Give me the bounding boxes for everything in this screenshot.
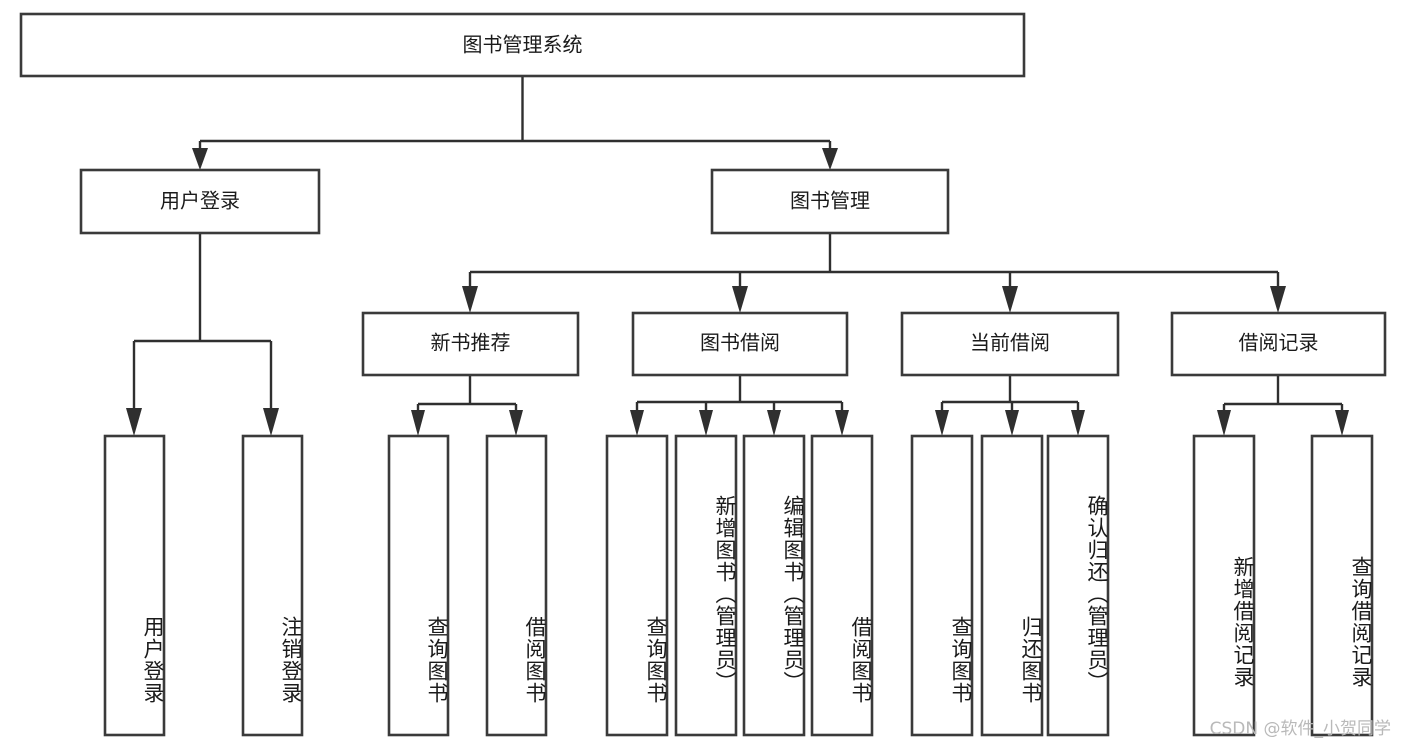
node-box-leaf-borrow-book-2[interactable]	[810, 434, 874, 737]
connector-group-current-borrow	[935, 375, 1085, 436]
arrow-head-leaf-query-book-3	[935, 410, 949, 436]
node-box-leaf-add-book[interactable]	[674, 434, 738, 737]
connector-group-user-login	[126, 233, 279, 436]
arrow-head-leaf-query-book-2	[630, 410, 644, 436]
arrow-head-leaf-confirm-return	[1071, 410, 1085, 436]
node-box-leaf-add-record[interactable]	[1192, 434, 1256, 737]
node-label-user-login: 用户登录	[160, 189, 240, 213]
node-box-leaf-query-record[interactable]	[1310, 434, 1374, 737]
connector-group-book-borrow	[630, 375, 849, 436]
node-box-leaf-query-book-3[interactable]	[910, 434, 974, 737]
node-box-current-borrow[interactable]	[900, 311, 1120, 377]
node-box-new-book-recommend[interactable]	[361, 311, 580, 377]
arrow-head-new-book-recommend	[462, 286, 478, 313]
node-box-leaf-logout[interactable]	[241, 434, 304, 737]
node-box-leaf-edit-book[interactable]	[742, 434, 806, 737]
node-label-book-management: 图书管理	[790, 189, 870, 213]
node-box-leaf-user-login[interactable]	[103, 434, 166, 737]
node-box-leaf-borrow-book-1[interactable]	[485, 434, 548, 737]
arrow-head-leaf-user-login	[126, 408, 142, 436]
arrow-head-leaf-return-book	[1005, 410, 1019, 436]
node-box-book-borrow[interactable]	[631, 311, 849, 377]
node-label-root: 图书管理系统	[463, 33, 583, 57]
node-box-leaf-confirm-return[interactable]	[1046, 434, 1110, 737]
node-label-new-book-recommend: 新书推荐	[431, 331, 511, 355]
arrow-head-book-borrow	[732, 286, 748, 313]
arrow-head-leaf-add-record	[1217, 410, 1231, 436]
node-label-book-borrow: 图书借阅	[700, 331, 780, 355]
arrow-head-leaf-edit-book	[767, 410, 781, 436]
connector-group-borrow-record	[1217, 375, 1349, 436]
arrow-head-current-borrow	[1002, 286, 1018, 313]
arrow-head-borrow-record	[1270, 286, 1286, 313]
arrow-head-leaf-add-book	[699, 410, 713, 436]
arrow-head-leaf-query-record	[1335, 410, 1349, 436]
node-box-root[interactable]	[19, 12, 1026, 78]
connector-group-book-management	[462, 233, 1286, 313]
node-box-user-login[interactable]	[79, 168, 321, 235]
arrow-head-user-login	[192, 148, 208, 170]
arrow-head-leaf-borrow-book-2	[835, 410, 849, 436]
node-label-borrow-record: 借阅记录	[1239, 331, 1319, 355]
arrow-head-leaf-logout	[263, 408, 279, 436]
node-box-book-management[interactable]	[710, 168, 950, 235]
arrow-head-leaf-borrow-book-1	[509, 410, 523, 436]
watermark-text: CSDN @软件_小贺同学	[1209, 719, 1391, 739]
node-box-leaf-query-book-1[interactable]	[387, 434, 450, 737]
node-box-borrow-record[interactable]	[1170, 311, 1387, 377]
arrow-head-book-management	[822, 148, 838, 170]
connector-group-new-book-recommend	[411, 375, 523, 436]
connector-group-root	[192, 76, 838, 170]
node-label-current-borrow: 当前借阅	[970, 331, 1050, 355]
node-box-leaf-query-book-2[interactable]	[605, 434, 669, 737]
arrow-head-leaf-query-book-1	[411, 410, 425, 436]
node-box-leaf-return-book[interactable]	[980, 434, 1044, 737]
